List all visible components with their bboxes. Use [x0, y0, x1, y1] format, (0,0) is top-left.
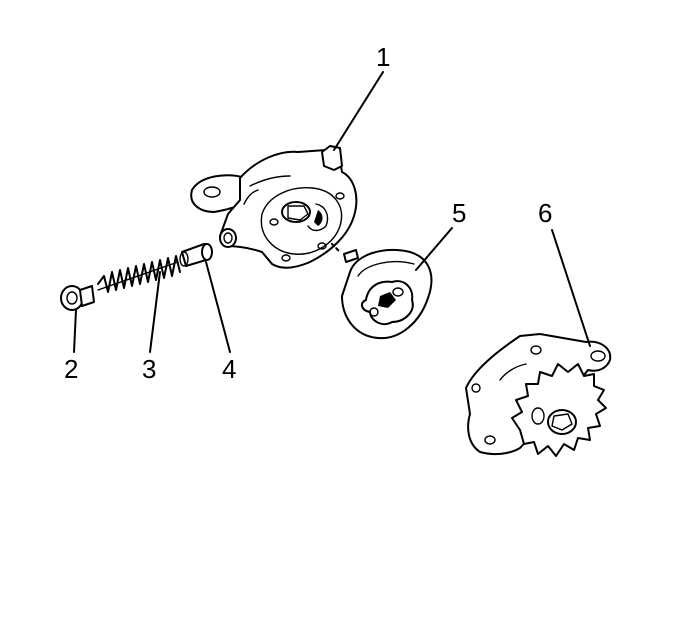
callout-6: 6 — [538, 198, 552, 228]
leader-5 — [415, 227, 453, 271]
part-2-plug — [60, 285, 95, 311]
callout-3: 3 — [142, 354, 156, 384]
part-6-gear-cover — [465, 333, 612, 457]
leader-2 — [73, 309, 77, 353]
leader-1 — [333, 71, 384, 151]
callout-4: 4 — [222, 354, 236, 384]
part-3-spring — [97, 255, 181, 293]
leader-lines — [73, 71, 591, 353]
leader-6 — [551, 229, 591, 347]
part-5-outer-rotor — [341, 249, 433, 340]
callouts: 1 2 3 4 5 6 — [64, 42, 552, 384]
part-1-pump-housing — [190, 145, 359, 269]
callout-1: 1 — [376, 42, 390, 72]
callout-2: 2 — [64, 354, 78, 384]
callout-5: 5 — [452, 198, 466, 228]
leader-4 — [205, 261, 231, 353]
part-4-plunger — [179, 243, 213, 267]
leader-3 — [149, 271, 161, 353]
